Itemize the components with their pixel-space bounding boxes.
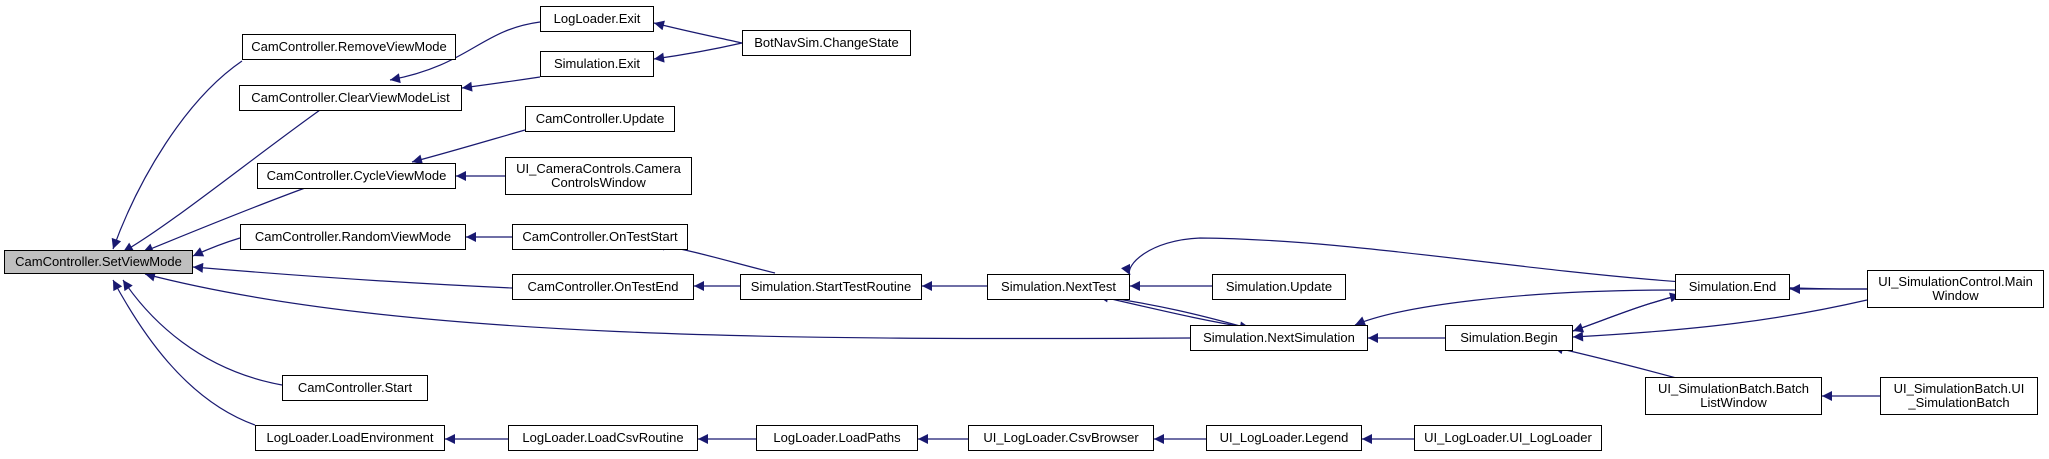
node-cycleviewmode[interactable]: CamController.CycleViewMode — [257, 163, 456, 189]
edge-loadenvironment-to-setviewmode — [112, 279, 256, 426]
node-randomviewmode[interactable]: CamController.RandomViewMode — [240, 224, 466, 250]
node-batchlistwindow[interactable]: UI_SimulationBatch.Batch ListWindow — [1645, 377, 1822, 415]
edge-nexttest-to-nextsimulation — [1097, 295, 1251, 332]
node-start[interactable]: CamController.Start — [282, 375, 428, 401]
node-nexttest[interactable]: Simulation.NextTest — [987, 274, 1130, 300]
edge-simulationend-to-nextsimulation — [1354, 289, 1676, 326]
node-simulation-update[interactable]: Simulation.Update — [1212, 274, 1346, 300]
node-loadcsvroutine[interactable]: LogLoader.LoadCsvRoutine — [508, 425, 698, 451]
node-removeviewmode[interactable]: CamController.RemoveViewMode — [242, 34, 456, 60]
edge-cycleviewmode-to-setviewmode — [142, 187, 306, 253]
edge-changestate-to-simulationexit — [653, 42, 743, 63]
node-simulation-end[interactable]: Simulation.End — [1675, 274, 1790, 300]
node-changestate[interactable]: BotNavSim.ChangeState — [742, 30, 911, 56]
node-legend[interactable]: UI_LogLoader.Legend — [1206, 425, 1362, 451]
node-ontestend[interactable]: CamController.OnTestEnd — [512, 274, 694, 300]
node-loadenvironment[interactable]: LogLoader.LoadEnvironment — [255, 425, 445, 451]
edge-update-to-cycleviewmode — [411, 129, 526, 165]
node-csvbrowser[interactable]: UI_LogLoader.CsvBrowser — [968, 425, 1154, 451]
node-starttestroutine[interactable]: Simulation.StartTestRoutine — [740, 274, 922, 300]
node-nextsimulation[interactable]: Simulation.NextSimulation — [1190, 325, 1368, 351]
node-onteststart[interactable]: CamController.OnTestStart — [512, 224, 688, 250]
node-simulation-begin[interactable]: Simulation.Begin — [1445, 325, 1573, 351]
node-cameracontrolswindow[interactable]: UI_CameraControls.Camera ControlsWindow — [505, 157, 692, 195]
edge-removeviewmode-to-setviewmode — [111, 60, 243, 250]
edge-logloaderexit-to-clearviewmodelist — [389, 21, 541, 84]
node-logloader-exit[interactable]: LogLoader.Exit — [540, 6, 654, 32]
edge-ontestend-to-setviewmode — [192, 262, 513, 289]
node-camcontroller-update[interactable]: CamController.Update — [525, 106, 675, 132]
node-simulationbatch[interactable]: UI_SimulationBatch.UI _SimulationBatch — [1880, 377, 2038, 415]
node-setviewmode: CamController.SetViewMode — [4, 250, 193, 274]
edge-mainwindow-to-simulationbegin — [1572, 299, 1868, 342]
node-mainwindow[interactable]: UI_SimulationControl.Main Window — [1867, 270, 2044, 308]
edge-nextsimulation-to-setviewmode — [144, 271, 1191, 340]
edge-randomviewmode-to-setviewmode — [192, 237, 241, 257]
edge-batchlistwindow-to-simulationbegin — [1552, 344, 1681, 380]
node-simulation-exit[interactable]: Simulation.Exit — [540, 51, 654, 77]
edge-simulationend-to-simulationbegin — [1572, 292, 1681, 332]
node-loadpaths[interactable]: LogLoader.LoadPaths — [756, 425, 918, 451]
node-clearviewmodelist[interactable]: CamController.ClearViewModeList — [239, 85, 462, 111]
edge-changestate-to-logloaderexit — [653, 20, 743, 44]
edge-simulationexit-to-clearviewmodelist — [461, 76, 541, 92]
edge-start-to-setviewmode — [122, 279, 283, 386]
edge-clearviewmodelist-to-setviewmode — [122, 109, 321, 253]
node-ui-logloader[interactable]: UI_LogLoader.UI_LogLoader — [1414, 425, 1602, 451]
